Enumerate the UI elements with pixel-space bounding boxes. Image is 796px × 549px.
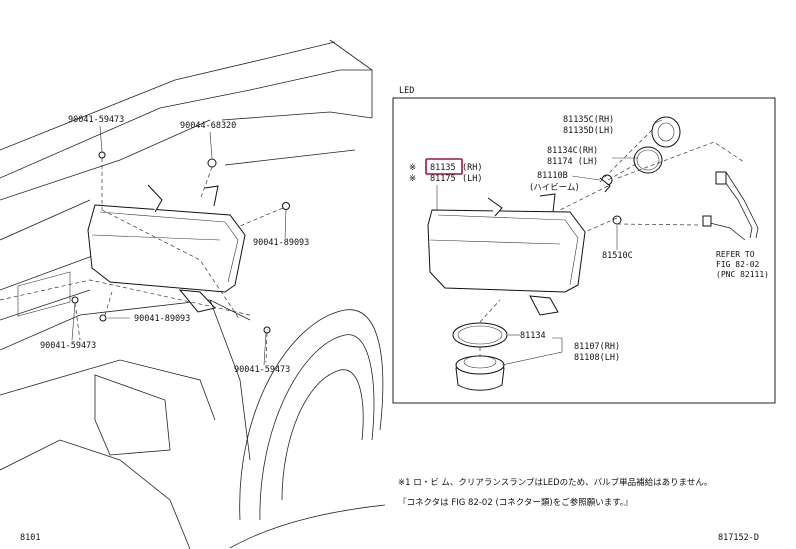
refer-line-1: REFER TO	[716, 250, 755, 259]
headlamp-exploded	[427, 174, 622, 316]
part-label-81175: 81175	[430, 174, 456, 184]
headlamp-installed	[87, 184, 246, 313]
footer-figure-code: 817152-D	[718, 533, 759, 543]
part-label-81110b: 81110B	[537, 171, 568, 181]
seal-and-cover	[452, 322, 508, 391]
part-label-81135c: 81135C(RH)	[563, 115, 614, 125]
part-label-81135: 81135	[430, 163, 456, 173]
part-label-81174: 81174 (LH)	[547, 157, 598, 167]
mark-asterisk-1: ※	[409, 163, 416, 173]
part-label-90041-59473-top: 90041-59473	[68, 115, 124, 125]
bulb-holder-ring	[633, 116, 681, 174]
part-label-90044-68320: 90044-68320	[180, 121, 236, 131]
part-label-90041-59473-left: 90041-59473	[40, 341, 96, 351]
led-section-frame	[392, 97, 776, 404]
part-label-81175-side: (LH)	[462, 174, 482, 184]
section-title: LED	[399, 86, 414, 96]
mark-asterisk-2: ※	[409, 174, 416, 184]
footer-page-code: 8101	[20, 533, 40, 543]
refer-line-2: FIG 82-02	[716, 260, 760, 269]
part-label-81510c: 81510C	[602, 251, 633, 261]
guide-lines-right	[479, 129, 745, 356]
note-line-1: ※1 ロ・ビ ム、クリアランスランプはLEDのため、バルブ単品補給はありません。	[398, 477, 712, 488]
part-label-81135d: 81135D(LH)	[563, 126, 614, 136]
part-label-90041-89093-bottom: 90041-89093	[134, 314, 190, 324]
part-label-81134c: 81134C(RH)	[547, 146, 598, 156]
part-label-81107: 81107(RH)	[574, 342, 620, 352]
part-label-81134: 81134	[520, 331, 546, 341]
note-line-2: 『コネクタは FIG 82-02 (コネクター類)をご参照願います。』	[398, 497, 633, 508]
fasteners-left	[0, 151, 290, 363]
part-label-90041-89093-right: 90041-89093	[253, 238, 309, 248]
part-label-81108: 81108(LH)	[574, 353, 620, 363]
leader-lines-left	[71, 125, 287, 366]
connector-harness	[702, 171, 759, 241]
vehicle-body-outline	[0, 39, 386, 549]
part-label-90041-59473-bottom: 90041-59473	[234, 365, 290, 375]
highlight-81135	[425, 158, 463, 175]
leader-lines-right	[436, 119, 663, 366]
part-note-hibeam: (ハイビーム)	[530, 183, 579, 193]
refer-line-3: (PNC 82111)	[716, 270, 769, 279]
part-label-81135-side: (RH)	[462, 163, 482, 173]
